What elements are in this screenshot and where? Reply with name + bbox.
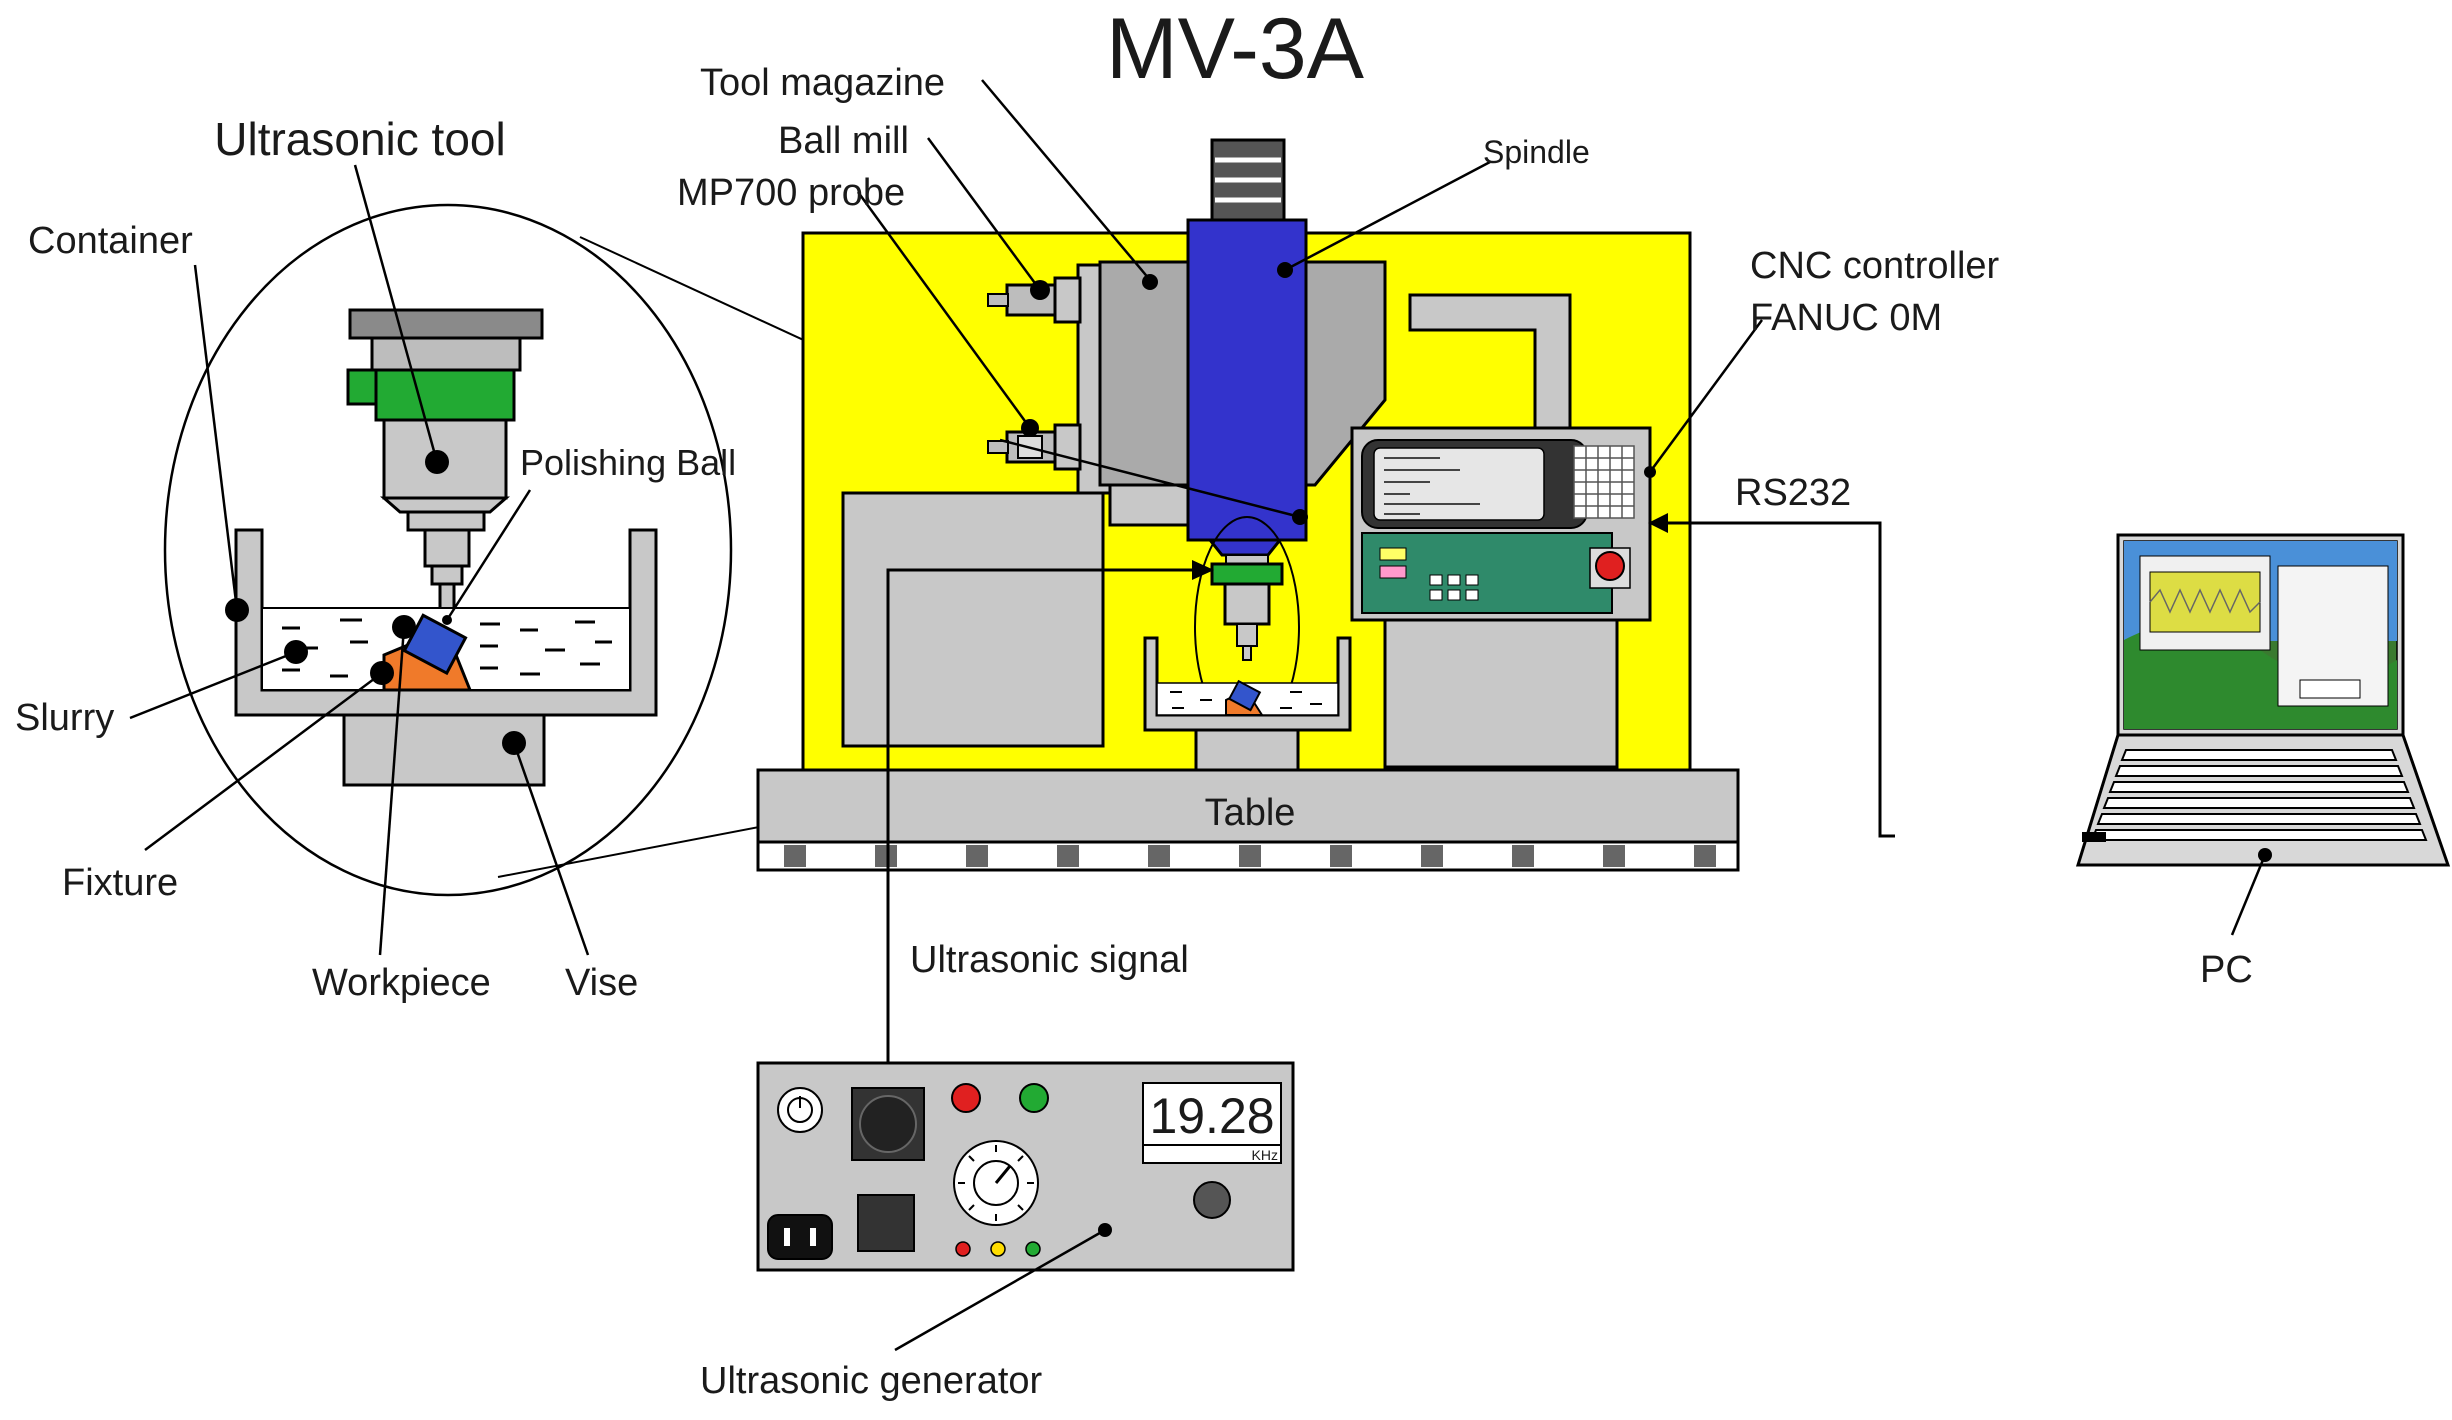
leader-ultrasonic-generator (894, 1228, 1106, 1352)
label-container: Container (28, 220, 193, 262)
leader-spindle (1284, 160, 1491, 272)
label-table: Table (1205, 792, 1296, 834)
label-ultrasonic-tool: Ultrasonic tool (214, 113, 505, 165)
leader-fixture (144, 671, 383, 852)
label-pc: PC (2200, 949, 2253, 991)
leader-vise (512, 742, 590, 956)
label-workpiece: Workpiece (312, 962, 491, 1004)
controller-screen (1373, 447, 1545, 521)
frequency-display (1142, 1082, 1282, 1164)
label-spindle: Spindle (1483, 134, 1590, 170)
leader-ultrasonic-tool (353, 164, 439, 463)
leader-mp700-probe (856, 191, 1032, 429)
right-panel (1383, 613, 1619, 769)
label-ultrasonic-signal: Ultrasonic signal (910, 939, 1189, 981)
frequency-unit: KHz (1252, 1147, 1278, 1163)
leader-workpiece (378, 626, 406, 956)
ultrasonic-signal-cable (886, 568, 1210, 1085)
green-indicator (1019, 1083, 1049, 1113)
leader-pc (2230, 854, 2267, 936)
label-ultrasonic-generator: Ultrasonic generator (700, 1360, 1043, 1402)
stop-button (1595, 551, 1625, 581)
leader-polishing-ball (445, 489, 532, 621)
leader-slurry (129, 650, 297, 720)
amplitude-knob (1193, 1181, 1231, 1219)
diagram-title: MV-3A (1106, 1, 1365, 97)
label-fixture: Fixture (62, 862, 178, 904)
rs232-cable (1660, 521, 1895, 838)
label-tool-magazine: Tool magazine (700, 62, 945, 104)
spindle (1186, 138, 1308, 557)
ultrasonic-generator (756, 1061, 1295, 1352)
label-polishing-ball: Polishing Ball (520, 442, 736, 483)
label-cnc-controller-line2: FANUC 0M (1750, 297, 1942, 339)
leader-tool-magazine (981, 79, 1151, 281)
cnc-machine (756, 79, 1764, 872)
machine-table (756, 768, 1740, 872)
red-indicator (951, 1083, 981, 1113)
label-cnc-controller-line1: CNC controller (1750, 245, 2000, 287)
leader-ball-mill (926, 137, 1042, 291)
slurry-marks (282, 618, 612, 678)
frequency-readout: 19.28 (1149, 1088, 1274, 1144)
label-ball-mill: Ball mill (778, 120, 909, 162)
label-slurry: Slurry (15, 697, 114, 739)
detail-view (129, 164, 733, 956)
label-vise: Vise (565, 962, 638, 1004)
pc-laptop (2075, 533, 2451, 936)
label-rs232: RS232 (1735, 472, 1851, 514)
power-switch-icon (777, 1087, 823, 1133)
leader-cnc-controller (1648, 319, 1764, 473)
label-mp700-probe: MP700 probe (677, 172, 905, 214)
leader-container (193, 264, 239, 611)
left-panel (841, 491, 1105, 748)
detail-ellipse (163, 203, 733, 897)
power-socket-icon (767, 1214, 833, 1260)
machine-container (1143, 636, 1352, 772)
leader-probe-to-tool (999, 438, 1301, 519)
cnc-controller (1350, 426, 1656, 622)
machine-ultrasonic-tool (1210, 554, 1284, 661)
